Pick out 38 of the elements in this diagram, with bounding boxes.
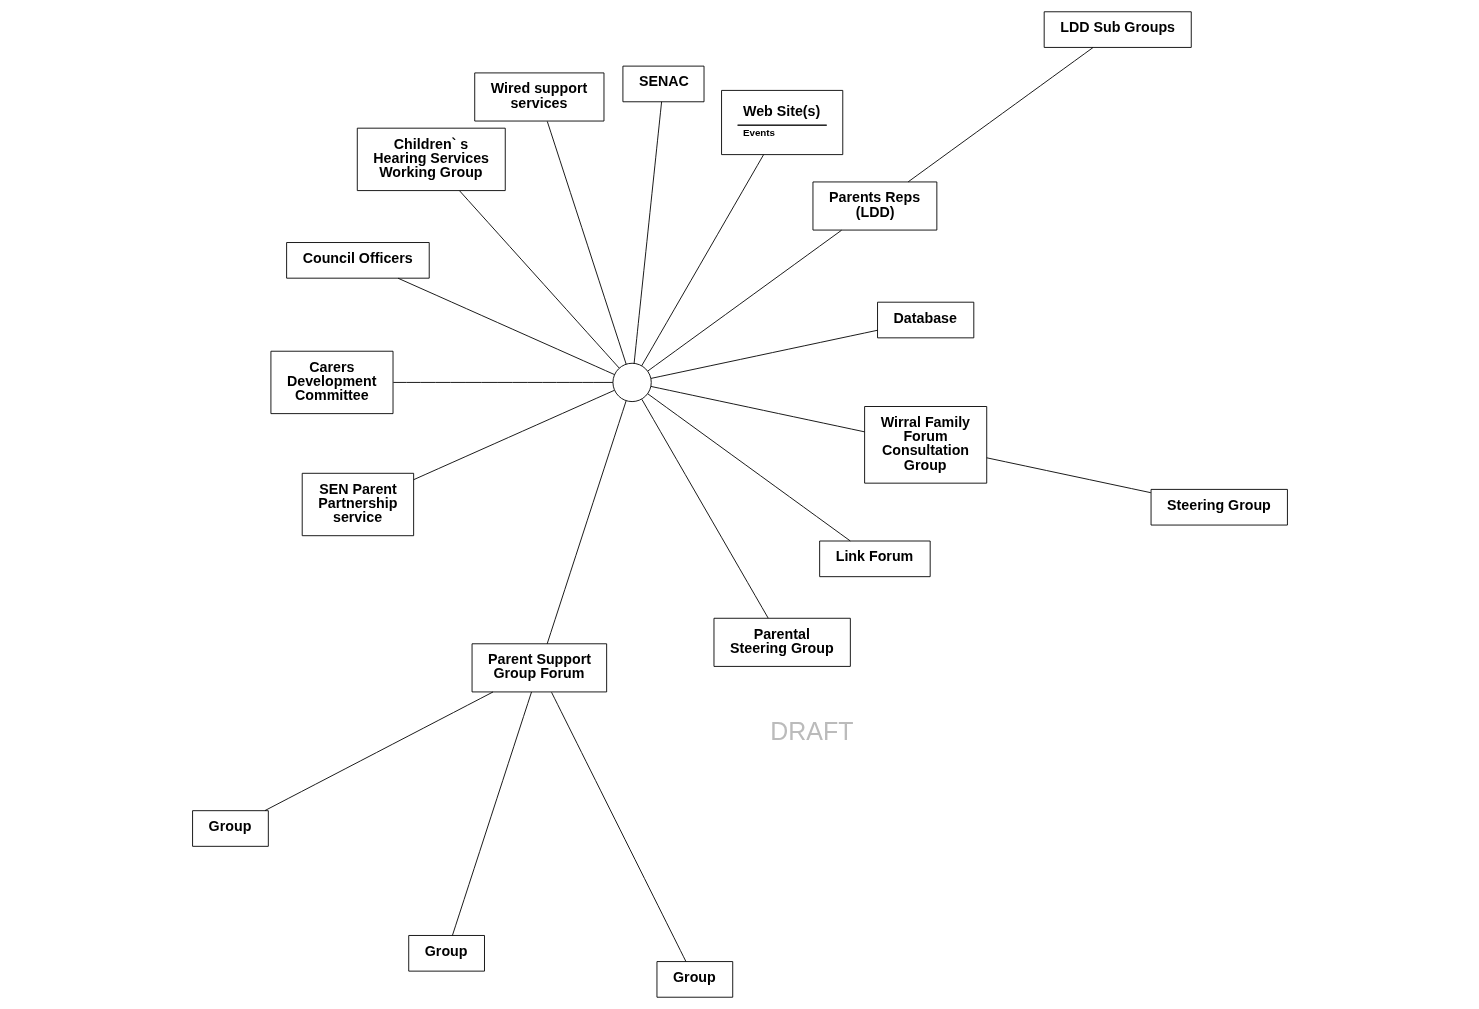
node-box: Web Site(s) Events [720, 89, 843, 156]
connector [985, 457, 1151, 494]
connector [907, 47, 1093, 183]
connector [650, 386, 865, 433]
label: DRAFT [769, 716, 853, 745]
node-box: Database [876, 301, 974, 339]
node-box: Wirral Family Forum Consultation Group [863, 406, 987, 484]
connector [264, 691, 493, 811]
node-box: Link Forum [818, 540, 931, 578]
node-circle [612, 362, 652, 403]
node-box: SENAC [621, 65, 704, 103]
connector [646, 393, 851, 542]
node-box: Group [407, 935, 485, 972]
connector [546, 400, 626, 645]
node-box: SEN Parent Partnership service [301, 472, 414, 537]
connector [546, 120, 627, 365]
node-box: Parents Reps (LDD) [812, 181, 937, 231]
connector [633, 101, 662, 364]
node-box: Carers Development Committee [269, 350, 393, 415]
node-box: Wired support services [473, 72, 604, 122]
node-box: Parental Steering Group [713, 617, 851, 667]
node-box: Group [656, 961, 733, 998]
connector [649, 329, 878, 379]
node-box: Group [191, 810, 269, 847]
connector [392, 382, 613, 383]
node-box: Council Officers [285, 242, 430, 279]
connector [451, 691, 532, 936]
connector [640, 154, 764, 367]
connector [397, 277, 615, 376]
connector [412, 389, 615, 481]
connector [640, 398, 769, 619]
node-box: Parent Support Group Forum [471, 643, 607, 693]
connector [550, 691, 686, 962]
node-box: Children` s Hearing Services Working Group [356, 127, 506, 192]
node-box: LDD Sub Groups [1043, 11, 1192, 48]
connector [646, 229, 842, 372]
connector [458, 190, 620, 369]
node-box: Steering Group [1150, 488, 1288, 526]
